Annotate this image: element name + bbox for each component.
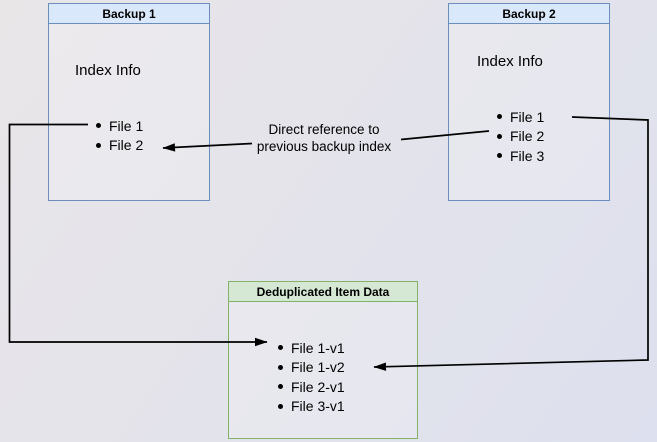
bullet-icon (497, 153, 502, 159)
list-item-label: File 2-v1 (291, 378, 345, 395)
backup2-index-info-label: Index Info (477, 53, 543, 70)
list-item: File 2 (497, 127, 544, 147)
list-item: File 1-v1 (278, 338, 345, 358)
backup2-box: Backup 2 Index Info File 1 File 2 File 3 (448, 3, 610, 201)
backup1-header: Backup 1 (49, 4, 209, 24)
bullet-icon (278, 403, 283, 409)
bullet-icon (278, 384, 283, 390)
bullet-icon (96, 123, 101, 129)
list-item-label: File 2 (510, 128, 545, 145)
backup1-box: Backup 1 Index Info File 1 File 2 (48, 3, 210, 201)
backup1-index-info-label: Index Info (75, 62, 141, 79)
list-item: File 1-v2 (278, 358, 345, 378)
bullet-icon (497, 114, 502, 120)
list-item-label: File 1 (109, 117, 144, 134)
annotation-line-2: previous backup index (256, 139, 392, 154)
direct-reference-annotation: Direct reference to previous backup inde… (243, 121, 405, 155)
list-item: File 1 (96, 116, 143, 136)
bullet-icon (96, 142, 101, 148)
bullet-icon (497, 133, 502, 139)
dedup-header: Deduplicated Item Data (229, 282, 417, 302)
bullet-icon (278, 345, 283, 351)
list-item-label: File 3 (510, 147, 545, 164)
list-item-label: File 1 (510, 108, 545, 125)
annotation-line-1: Direct reference to (268, 122, 380, 137)
list-item-label: File 1-v2 (291, 359, 345, 376)
list-item: File 2 (96, 136, 143, 156)
dedup-file-list: File 1-v1 File 1-v2 File 2-v1 File 3-v1 (278, 338, 345, 416)
list-item: File 2-v1 (278, 377, 345, 397)
list-item: File 3 (497, 146, 544, 166)
list-item-label: File 1-v1 (291, 339, 345, 356)
backup1-file-list: File 1 File 2 (96, 116, 143, 155)
list-item: File 1 (497, 107, 544, 127)
list-item-label: File 3-v1 (291, 398, 345, 415)
backup2-header: Backup 2 (449, 4, 609, 24)
bullet-icon (278, 364, 283, 370)
backup2-file-list: File 1 File 2 File 3 (497, 107, 544, 166)
dedup-box: Deduplicated Item Data File 1-v1 File 1-… (228, 281, 418, 439)
list-item: File 3-v1 (278, 397, 345, 417)
list-item-label: File 2 (109, 137, 144, 154)
